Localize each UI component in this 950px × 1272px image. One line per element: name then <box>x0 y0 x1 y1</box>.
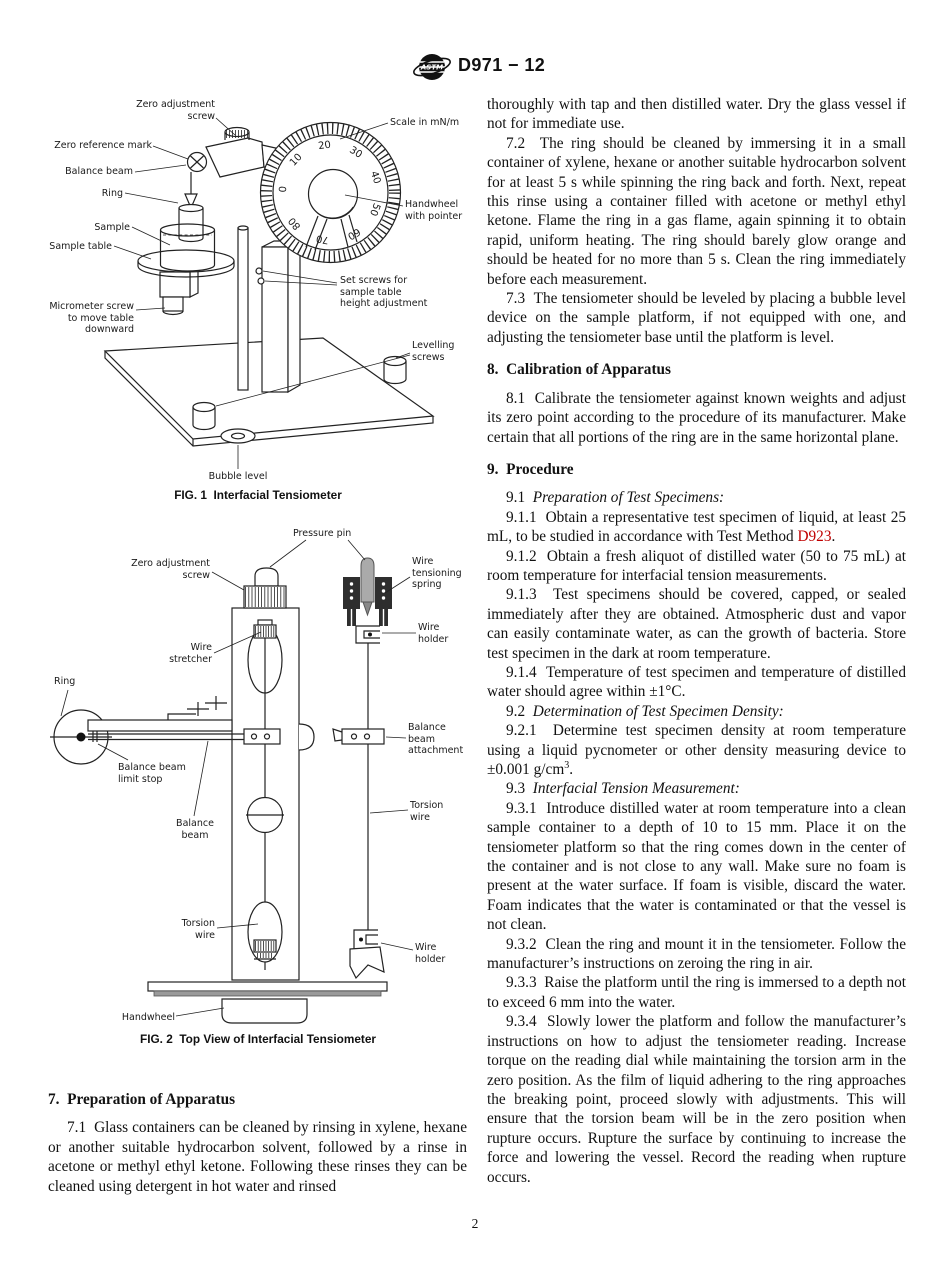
paragraph-9-3-3: 9.3.3 Raise the platform until the ring … <box>487 974 906 1011</box>
svg-text:0: 0 <box>278 186 289 193</box>
fig1-label-balance-beam: Balance beam <box>65 166 133 177</box>
right-column-text: thoroughly with tap and then distilled w… <box>487 95 906 1187</box>
fig2-label-wire-tensioning-spring: Wire tensioning spring <box>412 556 462 590</box>
subsection-9-2-title: Determination of Test Specimen Density: <box>525 702 784 720</box>
paragraph-7-1-continued: thoroughly with tap and then distilled w… <box>487 96 906 133</box>
paragraph-9-3-2: 9.3.2 Clean the ring and mount it in the… <box>487 935 906 973</box>
subsection-9-1-title: Preparation of Test Specimens: <box>525 489 725 507</box>
fig2-leader-lines <box>60 539 416 1017</box>
d923-link[interactable]: D923 <box>797 528 832 546</box>
fig1-label-levelling-screws: Levelling screws <box>412 340 455 363</box>
svg-text:70: 70 <box>315 232 329 245</box>
fig2-label-wire-holder-top: Wire holder <box>418 622 449 645</box>
figure-2-top-view: Pressure pin Zero adjustment screw Wire … <box>48 520 468 1064</box>
fig1-leader-lines <box>113 117 411 469</box>
subsection-9-1: 9.1 Preparation of Test Specimens: <box>487 488 906 507</box>
page-header: ASTM D971 − 12 <box>0 46 950 88</box>
fig1-label-handwheel-with-pointer: Handwheel with pointer <box>405 199 463 222</box>
fig1-label-zero-reference-mark: Zero reference mark <box>54 140 152 151</box>
svg-text:ASTM: ASTM <box>420 64 443 72</box>
fig2-label-balance-beam-attachment: Balance beam attachment <box>408 722 464 756</box>
paragraph-8-1: 8.1 Calibrate the tensiometer against kn… <box>487 389 906 446</box>
subsection-9-3: 9.3 Interfacial Tension Measurement: <box>487 779 906 798</box>
paragraph-9-1-1: 9.1.1 Obtain a representative test speci… <box>487 508 906 547</box>
section-8-heading: 8. Calibration of Apparatus <box>487 361 672 379</box>
astm-logo-icon: ASTM <box>413 54 451 80</box>
fig2-label-ring: Ring <box>54 676 76 687</box>
paragraph-9-1-3: 9.1.3 Test specimens should be covered, … <box>487 586 906 662</box>
fig2-label-balance-beam-limit-stop: Balance beam limit stop <box>118 762 186 785</box>
fig1-label-zero-adjustment-screw: Zero adjustment screw <box>136 99 215 122</box>
section-7-heading: 7. Preparation of Apparatus <box>48 1091 236 1108</box>
fig2-label-pressure-pin: Pressure pin <box>293 528 352 539</box>
left-column-text: 7. Preparation of Apparatus 7.1 Glass co… <box>48 1090 467 1196</box>
paragraph-9-1-1-period: . <box>831 528 836 546</box>
fig1-label-sample-table: Sample table <box>49 241 112 252</box>
fig1-label-ring: Ring <box>101 188 123 199</box>
subsection-9-2: 9.2 Determination of Test Specimen Densi… <box>487 702 906 721</box>
paragraph-9-1-2: 9.1.2 Obtain a fresh aliquot of distille… <box>487 547 906 584</box>
fig2-label-torsion-wire-right: Torsion wire <box>410 800 444 823</box>
fig2-label-wire-stretcher: Wire stretcher <box>169 642 212 665</box>
page-number: 2 <box>471 1216 479 1231</box>
paragraph-7-1: 7.1 Glass containers can be cleaned by r… <box>48 1119 467 1195</box>
paragraph-9-2-1-text: 9.2.1 Determine test specimen density at… <box>487 722 906 778</box>
doc-code: D971 − 12 <box>458 55 546 75</box>
paragraph-9-2-1-superscript: 3 <box>564 759 570 771</box>
fig1-label-set-screws: Set screws for sample table height adjus… <box>340 275 428 309</box>
fig1-label-micrometer-screw: Micrometer screw to move table downward <box>49 301 134 335</box>
section-9-heading: 9. Procedure <box>487 460 574 478</box>
fig2-label-balance-beam: Balance beam <box>176 818 214 841</box>
paragraph-9-1-4: 9.1.4 Temperature of test specimen and t… <box>487 663 906 701</box>
paragraph-9-3-4: 9.3.4 Slowly lower the platform and foll… <box>487 1013 906 1186</box>
fig2-label-zero-adjustment-screw: Zero adjustment screw <box>131 558 210 581</box>
svg-text:20: 20 <box>318 140 332 153</box>
paragraph-9-3-1: 9.3.1 Introduce distilled water at room … <box>487 799 906 934</box>
fig1-label-bubble-level: Bubble level <box>208 471 268 482</box>
subsection-9-2-number: 9.2 <box>506 702 526 720</box>
paragraph-7-3: 7.3 The tensiometer should be leveled by… <box>487 290 906 346</box>
fig1-label-scale: Scale in mN/m <box>390 117 460 128</box>
fig1-label-sample: Sample <box>94 222 130 233</box>
fig1-caption: FIG. 1 Interfacial Tensiometer <box>174 488 342 502</box>
svg-text:60: 60 <box>345 225 362 241</box>
paragraph-7-2: 7.2 The ring should be cleaned by immers… <box>487 134 906 288</box>
paragraph-9-2-1-period: . <box>569 761 574 778</box>
subsection-9-3-title: Interfacial Tension Measurement: <box>525 780 740 798</box>
svg-text:50: 50 <box>367 201 382 217</box>
paragraph-9-2-1: 9.2.1 Determine test specimen density at… <box>487 721 906 779</box>
subsection-9-1-number: 9.1 <box>506 489 526 507</box>
fig2-label-handwheel: Handwheel <box>121 1012 175 1023</box>
paragraph-9-1-1-text: 9.1.1 Obtain a representative test speci… <box>487 508 906 546</box>
svg-text:40: 40 <box>368 170 382 186</box>
fig2-label-wire-holder-bottom: Wire holder <box>415 942 446 965</box>
subsection-9-3-number: 9.3 <box>506 780 526 798</box>
fig2-line-art <box>50 539 416 1024</box>
fig2-caption: FIG. 2 Top View of Interfacial Tensiomet… <box>140 1032 376 1046</box>
fig2-label-torsion-wire-left: Torsion wire <box>181 918 215 941</box>
